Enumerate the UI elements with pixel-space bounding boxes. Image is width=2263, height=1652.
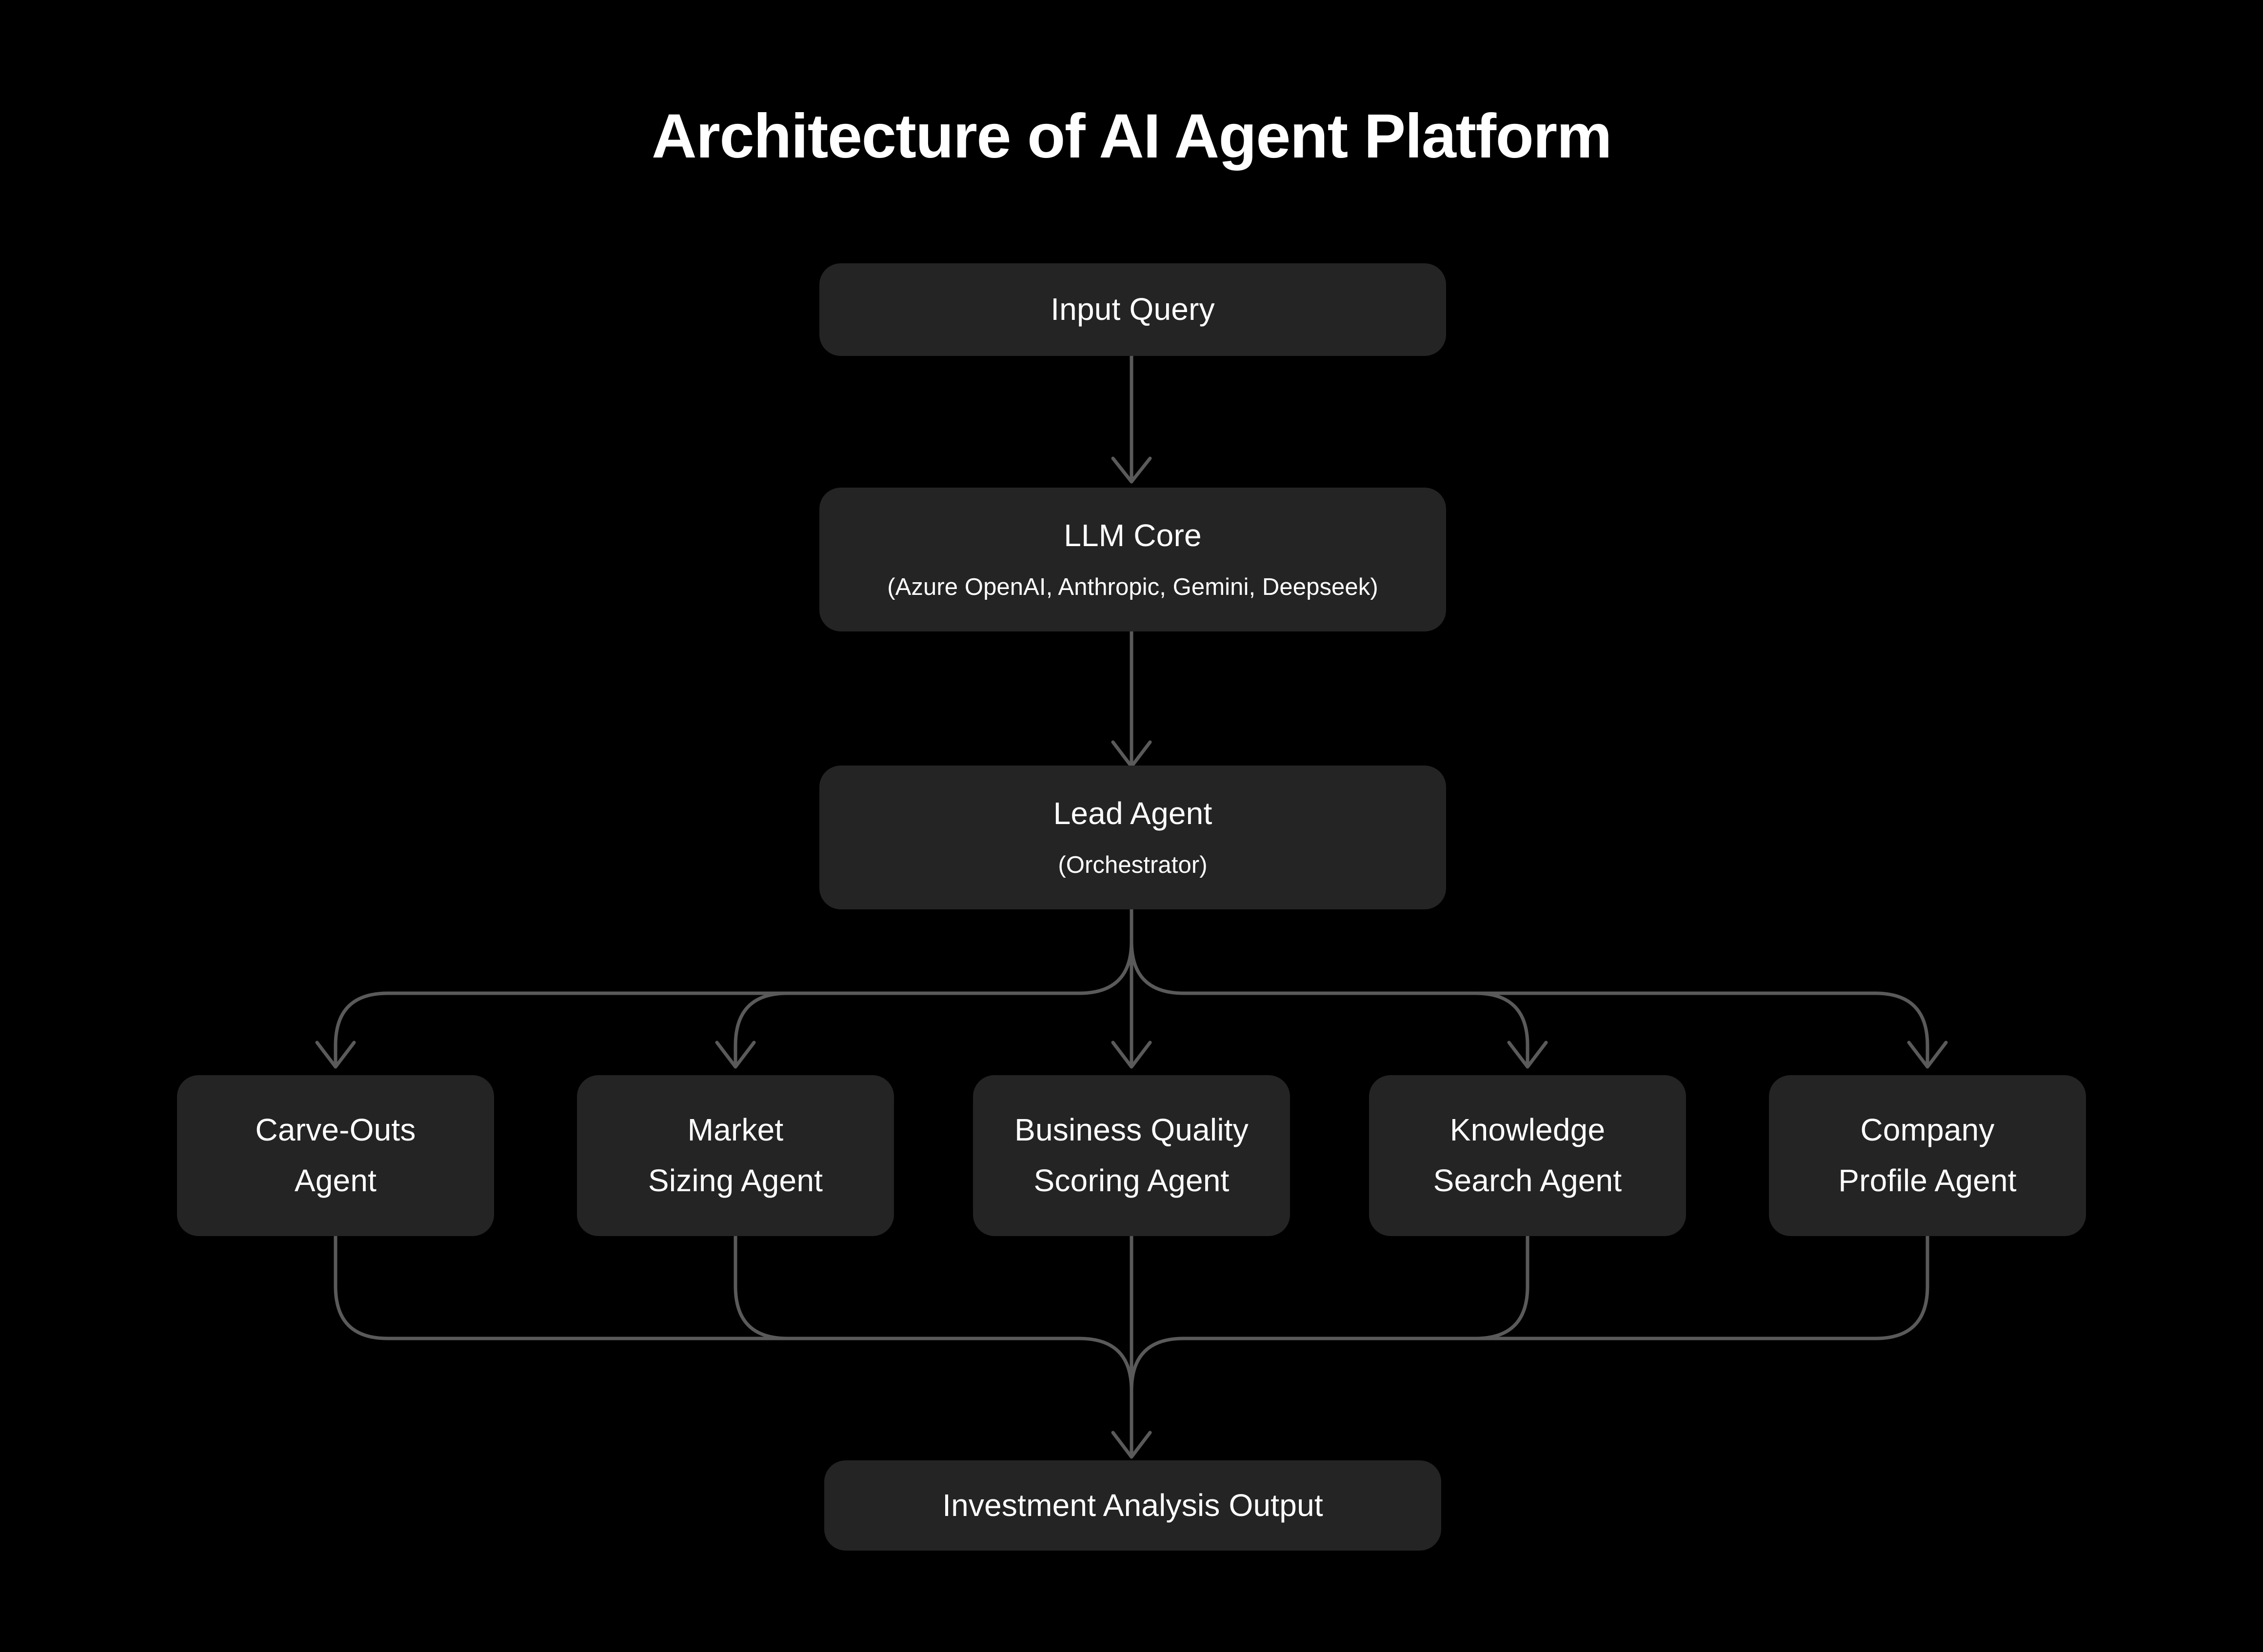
node-lead-agent-label: Lead Agent [1053,796,1212,831]
edge-merge-agent-1 [334,1234,1081,1340]
node-agent-knowledge-search[interactable]: Knowledge Search Agent [1369,1075,1686,1236]
node-lead-agent-subtitle: (Orchestrator) [1058,851,1208,878]
edge-branch-agent-5 [1873,991,1929,1067]
edge-arrow-llm [1111,456,1152,484]
edge-branch-agent-2 [734,991,790,1067]
node-input-query[interactable]: Input Query [819,263,1446,356]
node-agent-company-profile[interactable]: Company Profile Agent [1769,1075,2086,1236]
node-agent-business-quality-label: Business Quality Scoring Agent [1014,1112,1249,1198]
node-agent-market-sizing[interactable]: Market Sizing Agent [577,1075,894,1236]
edge-merge-curve-right [1130,1337,1186,1393]
edge-branch-agent-4 [1473,991,1529,1067]
node-input-query-label: Input Query [1051,292,1215,327]
edge-bus-left [386,939,1133,995]
node-lead-agent[interactable]: Lead Agent (Orchestrator) [819,766,1446,909]
node-llm-core-label: LLM Core [1064,518,1202,553]
node-agent-carve-outs-label: Carve-Outs Agent [255,1112,416,1198]
node-agent-company-profile-label: Company Profile Agent [1838,1112,2017,1198]
edge-arrow-agent-2 [715,1041,756,1069]
edge-arrow-agent-4 [1507,1041,1548,1069]
edge-arrow-agent-3 [1111,1041,1152,1069]
node-llm-core-subtitle: (Azure OpenAI, Anthropic, Gemini, Deepse… [887,573,1378,600]
node-agent-business-quality[interactable]: Business Quality Scoring Agent [973,1075,1290,1236]
edge-arrow-lead [1111,740,1152,768]
edge-branch-agent-1 [334,991,390,1067]
node-agent-market-sizing-label: Market Sizing Agent [648,1112,823,1198]
node-agent-carve-outs[interactable]: Carve-Outs Agent [177,1075,494,1236]
edge-merge-agent-5 [1182,1234,1929,1340]
edge-arrow-output [1111,1431,1152,1459]
edge-bus-right [1130,939,1877,995]
node-llm-core[interactable]: LLM Core (Azure OpenAI, Anthropic, Gemin… [819,488,1446,631]
page-title: Architecture of AI Agent Platform [652,101,1612,171]
node-agent-knowledge-search-label: Knowledge Search Agent [1433,1112,1622,1198]
node-investment-output[interactable]: Investment Analysis Output [824,1460,1441,1551]
edge-merge-agent-4 [1182,1234,1529,1340]
node-investment-output-label: Investment Analysis Output [942,1487,1323,1523]
edge-arrow-agent-1 [315,1041,356,1069]
edge-merge-curve-left [1077,1337,1133,1393]
edge-merge-agent-2 [734,1234,1081,1340]
edge-arrow-agent-5 [1907,1041,1948,1069]
